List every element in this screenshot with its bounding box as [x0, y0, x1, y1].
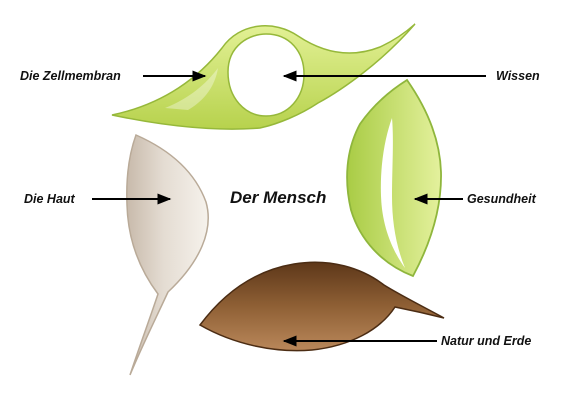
- label-skin: Die Haut: [24, 192, 75, 206]
- health-leaf-shape: [346, 78, 442, 278]
- center-label: Der Mensch: [230, 188, 327, 207]
- label-health: Gesundheit: [467, 192, 536, 206]
- label-nature: Natur und Erde: [441, 334, 532, 348]
- arrows: [92, 70, 486, 347]
- skin-leaf-shape: [126, 133, 209, 376]
- cell-membrane-shape: [111, 23, 416, 130]
- label-cell-membrane: Die Zellmembran: [20, 69, 121, 83]
- nature-leaf-shape: [198, 261, 445, 352]
- label-knowledge: Wissen: [496, 69, 540, 83]
